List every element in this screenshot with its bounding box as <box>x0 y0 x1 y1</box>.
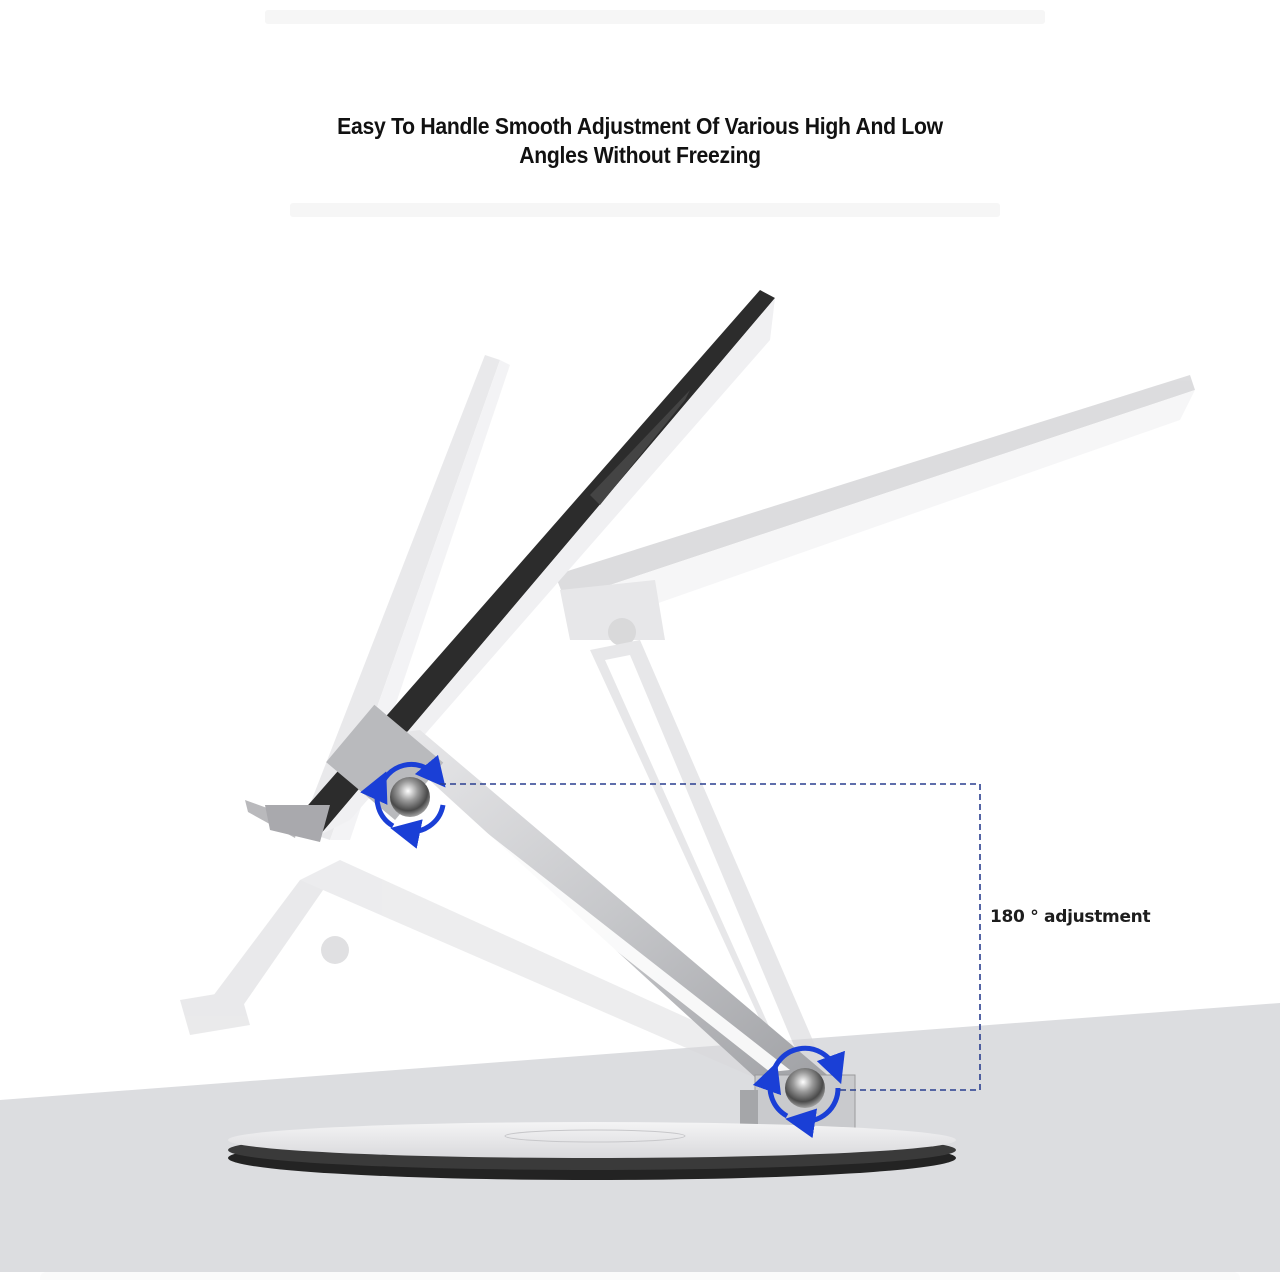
upper-hinge <box>360 754 446 849</box>
ghost-text-top <box>265 10 1045 24</box>
adjustment-bracket <box>440 783 981 1091</box>
lower-hinge <box>752 1045 845 1139</box>
bottom-strip <box>40 1272 1240 1280</box>
headline-line-2: Angles Without Freezing <box>519 142 761 168</box>
rotating-base <box>228 1122 956 1180</box>
ghost-text-bottom <box>290 203 1000 217</box>
stand-low-position-ghost <box>180 860 780 1080</box>
adjustment-label: 180 ° adjustment <box>990 907 1151 927</box>
stand-plate-main <box>245 290 775 842</box>
headline-line-1: Easy To Handle Smooth Adjustment Of Vari… <box>337 113 943 139</box>
stand-flat-position-ghost <box>555 375 1195 1085</box>
headline: Easy To Handle Smooth Adjustment Of Vari… <box>51 112 1229 170</box>
